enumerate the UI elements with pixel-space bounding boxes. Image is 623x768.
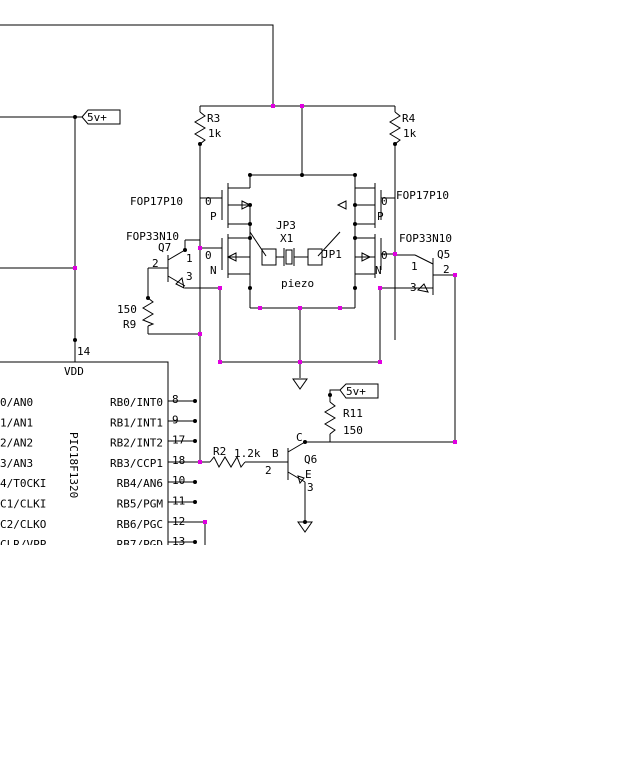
q7-pin2: 2: [152, 257, 159, 270]
net-markers: [73, 104, 457, 524]
pic-right-pin-label: RB2/INT2: [110, 437, 163, 450]
mosfet-lp-pin: 0: [205, 195, 212, 208]
power-flag-1: [81, 109, 121, 125]
jp1-label: JP1: [322, 248, 342, 261]
q5-pin1: 1: [411, 260, 418, 273]
chip-name: PIC18F1320: [67, 432, 80, 498]
pic-pin-number: 17: [172, 434, 185, 447]
pic-left-pin-label: C2/CLKO: [0, 518, 46, 531]
q6-pin3: 3: [307, 481, 314, 494]
r4-value: 1k: [403, 127, 417, 140]
pic-pins: 0/AN0 1/AN1 2/AN2 3/AN3 4/T0CKI C1/CLKI C2/CLK…: [0, 393, 185, 551]
pic-pin-number: 10: [172, 474, 185, 487]
q5-label: Q5: [437, 248, 450, 261]
q6-c-label: C: [296, 431, 303, 444]
pic-pin-number: 13: [172, 535, 185, 548]
q6-pin2: 2: [265, 464, 272, 477]
pic-left-pin-label: 2/AN2: [0, 437, 33, 450]
fop-right-label: FOP17P10: [396, 189, 449, 202]
jp3-label: JP3: [276, 219, 296, 232]
q5-pin3: 3: [410, 281, 417, 294]
pic-pin-number: 8: [172, 393, 179, 406]
piezo-element: [261, 248, 323, 266]
fop33-right-label: FOP33N10: [399, 232, 452, 245]
resistor-r4: [389, 111, 401, 145]
r9-label: R9: [123, 318, 136, 331]
pic-right-pin-label: RB5/PGM: [117, 498, 164, 511]
mosfet-rp-pin: 0: [381, 195, 388, 208]
q6-b-label: B: [272, 447, 279, 460]
mosfet-ln-type: N: [210, 264, 217, 277]
q7-label: Q7: [158, 241, 171, 254]
vdd-label: VDD: [64, 365, 84, 378]
pic-right-pin-label: RB0/INT0: [110, 396, 163, 409]
pic-left-pin-label: CLR/VPP: [0, 538, 47, 551]
pic-right-pin-label: RB7/PGD: [117, 538, 163, 551]
r4-label: R4: [402, 112, 416, 125]
pic-pin-number: 11: [172, 495, 185, 508]
q6-e-label: E: [305, 468, 312, 481]
power-label-2: 5v+: [346, 385, 366, 398]
pic-pin-number: 9: [172, 413, 179, 426]
q7-pin1: 1: [186, 252, 193, 265]
q7-pin3: 3: [186, 270, 193, 283]
pic-left-pin-label: C1/CLKI: [0, 498, 46, 511]
resistor-r3: [194, 111, 206, 145]
r9-value: 150: [117, 303, 137, 316]
x1-label: X1: [280, 232, 293, 245]
mosfet-ln-pin: 0: [205, 249, 212, 262]
pic-right-pin-label: RB3/CCP1: [110, 457, 163, 470]
pic-left-pin-label: 0/AN0: [0, 396, 33, 409]
r2-label: R2: [213, 445, 226, 458]
q6-label: Q6: [304, 453, 317, 466]
fop33-left-label: FOP33N10: [126, 230, 179, 243]
resistor-r9: [141, 297, 155, 327]
mosfet-rn-pin: 0: [381, 249, 388, 262]
pic-pin-number: 12: [172, 515, 185, 528]
resistor-r11: [324, 401, 336, 435]
pic-right-pin-label: RB4/AN6: [117, 477, 163, 490]
mosfet-arrows: [175, 200, 429, 485]
pic-right-pin-label: RB1/INT1: [110, 416, 163, 429]
component-labels: R3 1k R4 1k FOP17P10 FOP17P10 FOP33N10 F…: [64, 111, 452, 498]
resistor-r2: [209, 455, 246, 469]
power-label-1: 5v+: [87, 111, 107, 124]
pic-left-pin-label: 3/AN3: [0, 457, 33, 470]
mosfet-rn-type: N: [375, 264, 382, 277]
r2-value: 1.2k: [234, 447, 261, 460]
pin-14-label: 14: [77, 345, 91, 358]
q5-pin2: 2: [443, 263, 450, 276]
power-flag-2: [339, 383, 379, 399]
pic-left-pin-label: 4/T0CKI: [0, 477, 46, 490]
pic-pin-number: 18: [172, 454, 185, 467]
junction-dots: [73, 115, 397, 544]
pic-right-pin-label: RB6/PGC: [117, 518, 163, 531]
mosfet-rp-type: P: [377, 210, 384, 223]
r11-value: 150: [343, 424, 363, 437]
pic-left-pin-label: 1/AN1: [0, 416, 33, 429]
r11-label: R11: [343, 407, 363, 420]
r3-value: 1k: [208, 127, 222, 140]
piezo-label: piezo: [281, 277, 314, 290]
fop-left-label: FOP17P10: [130, 195, 183, 208]
mosfet-lp-type: P: [210, 210, 217, 223]
r3-label: R3: [207, 112, 220, 125]
